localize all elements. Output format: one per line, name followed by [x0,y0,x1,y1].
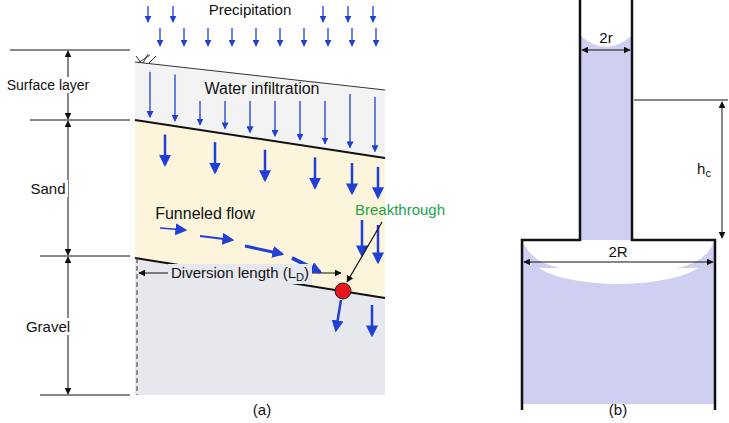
flow-arrow [160,228,185,230]
label: c [705,167,711,179]
radius-arrow [582,50,630,51]
drawing-part [136,56,141,63]
drawing-part [10,50,130,51]
drawing-part [68,121,69,255]
drawing-part [632,0,715,410]
flow-arrow [299,101,300,140]
label: (a) [253,401,271,418]
flow-arrows [148,6,378,335]
height-tick [634,100,728,101]
radius-big-arrow [524,262,713,263]
flow-arrow [255,28,256,46]
flow-arrow [249,101,250,132]
tube-water [581,36,631,240]
label: Water infiltration [205,80,320,98]
flow-arrow [164,135,167,165]
flow-arrow [351,28,352,46]
drawing-part [40,395,130,396]
flow-arrow [245,246,282,254]
label: h [697,160,705,177]
label: Precipitation [209,1,292,18]
sand-boundary [135,120,385,158]
flow-arrow [375,28,376,46]
flow-arrow [214,142,217,172]
flow-arrow [159,28,160,46]
sand-layer [135,120,385,298]
flow-arrow [351,163,354,193]
leader-line [347,222,382,282]
flow-arrow [200,236,232,240]
flow-arrow [183,28,184,46]
flow-arrow [231,28,232,46]
label-group: Diversion length (LD) [168,264,312,284]
chamber-meniscus [523,241,714,284]
drawing-part [30,120,130,121]
diversion-dash [137,258,138,395]
flow-arrow [372,6,373,22]
flow-arrow [324,101,325,144]
grass-mark [136,54,156,64]
label: (b) [609,401,627,418]
flow-arrow [349,94,350,148]
gravel-boundary [135,258,385,298]
flow-arrow [377,167,380,197]
flow-arrow [274,101,275,136]
drawing-part [522,0,580,410]
layer-brackets [10,50,130,395]
flow-arrow [303,28,304,46]
gravel-layer [135,258,385,395]
label: 2r [599,29,612,46]
chamber-water [523,241,714,404]
label: Breakthrough [355,201,445,218]
flow-arrow [172,6,173,22]
flow-arrow [374,97,375,152]
drawing-part [143,54,148,63]
label: 2R [608,243,627,260]
capillary-outline [522,0,715,410]
label: D [296,271,304,283]
label-group: hc [694,160,714,180]
flow-arrow [147,6,148,22]
label: Surface layer [5,77,91,93]
flow-arrow [199,101,200,125]
flow-arrow [224,101,225,129]
label: Gravel [24,318,72,335]
label: ) [304,264,309,281]
flow-arrow [371,305,374,335]
flow-arrow [264,150,267,180]
flow-arrow [149,72,150,118]
flow-arrow [207,28,208,46]
label: Diversion length (L [171,264,296,281]
flow-arrow [347,6,348,22]
breakthrough-point [335,283,351,299]
flow-arrow [336,300,341,330]
flow-arrow [314,157,317,187]
chamber-corners [523,241,714,268]
label: Sand [28,180,67,197]
flow-arrow [361,220,364,255]
height-arrow [722,102,723,238]
label: Funneled flow [155,205,255,223]
flow-arrow [174,74,175,121]
flow-arrow [322,6,323,22]
flow-arrow [279,28,280,46]
drawing-part [40,256,130,257]
drawing-part [148,56,156,64]
flow-arrow [327,28,328,46]
